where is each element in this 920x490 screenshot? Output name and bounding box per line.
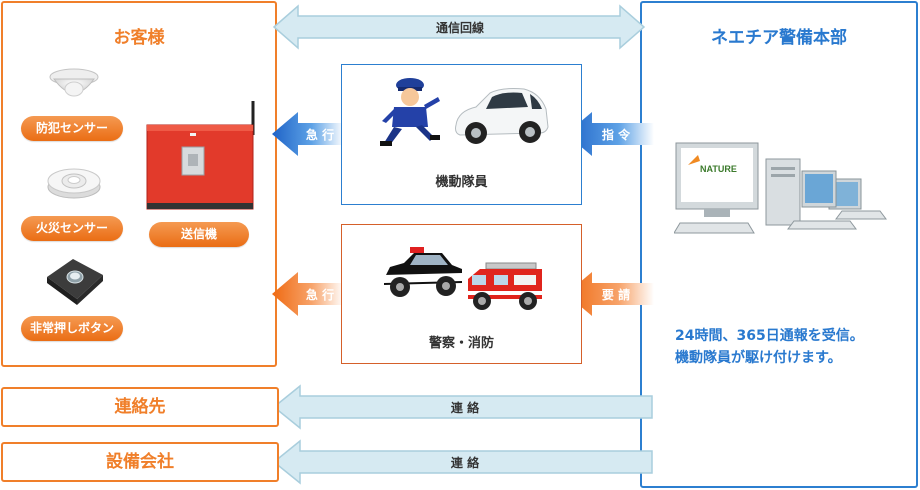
transmitter-label: 送信機	[149, 222, 249, 247]
police-rush-arrow	[270, 271, 344, 317]
contact-label-1: 連 絡	[450, 401, 480, 415]
hq-logo-text: NATURE	[700, 164, 737, 174]
communication-line-arrow	[272, 4, 646, 50]
fire-truck-icon	[466, 261, 546, 313]
hq-title: ネエチア警備本部	[711, 28, 847, 48]
dispatch-rush-label: 急 行	[305, 128, 335, 142]
hq-note-line2: 機動隊員が駆け付けます。	[675, 350, 842, 366]
mobile-unit-label: 機動隊員	[435, 175, 488, 190]
contact-arrow-2	[272, 439, 654, 485]
hq-note-line1: 24時間、365日通報を受信。	[675, 328, 864, 344]
communication-line-label: 通信回線	[435, 21, 484, 35]
police-rush-label: 急 行	[305, 288, 335, 302]
command-label: 指 令	[601, 128, 631, 142]
security-sensor-label: 防犯センサー	[21, 116, 123, 141]
emergency-button-icon	[43, 255, 107, 307]
command-arrow	[564, 111, 654, 157]
fire-sensor-icon	[46, 163, 102, 201]
contact-arrow-1	[272, 384, 654, 430]
contact-destination-box: 連絡先	[1, 387, 279, 427]
hq-computers-icon: NATURE	[674, 139, 890, 239]
fire-sensor-label: 火災センサー	[21, 216, 123, 241]
transmitter-icon	[144, 99, 262, 215]
security-guard-icon	[380, 75, 442, 149]
customer-title: お客様	[113, 28, 165, 48]
hq-note: 24時間、365日通報を受信。 機動隊員が駆け付けます。	[675, 325, 905, 369]
contact-label-2: 連 絡	[450, 456, 480, 470]
patrol-car-icon	[450, 85, 550, 149]
mobile-unit-box: 機動隊員	[341, 64, 582, 205]
customer-panel: お客様 防犯センサー 火災センサー	[1, 1, 277, 367]
request-label: 要 請	[601, 288, 631, 302]
request-arrow	[564, 271, 654, 317]
dispatch-rush-arrow	[270, 111, 344, 157]
police-fire-box: 警察・消防	[341, 224, 582, 364]
facility-company-box: 設備会社	[1, 442, 279, 482]
police-fire-label: 警察・消防	[428, 336, 494, 351]
hq-panel: ネエチア警備本部 NATURE	[640, 1, 918, 488]
emergency-button-label: 非常押しボタン	[21, 316, 123, 341]
police-car-icon	[380, 245, 464, 301]
security-sensor-icon	[48, 67, 100, 107]
